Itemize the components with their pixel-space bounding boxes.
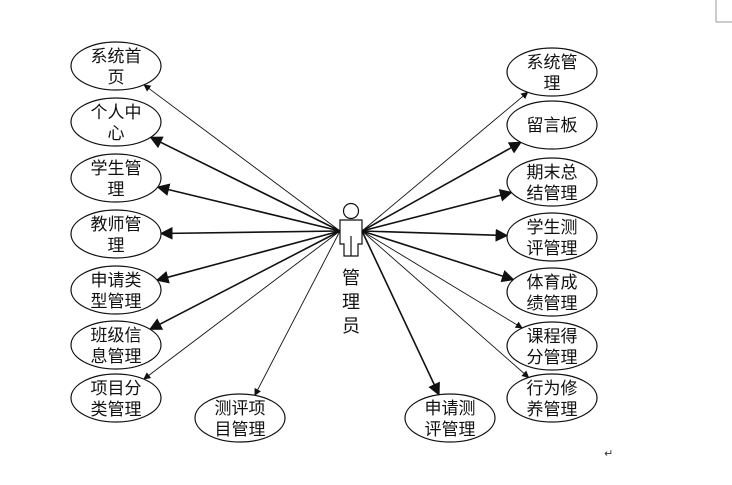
association-class-info-mgmt — [148, 230, 341, 331]
association-course-score-mgmt — [361, 230, 523, 329]
use-case-label: 测评项 — [215, 399, 266, 419]
use-case-ellipse — [506, 267, 598, 317]
use-case-label: 期末总 — [527, 163, 578, 183]
actor-head-icon — [342, 202, 360, 220]
actor-figure — [339, 202, 363, 257]
use-case-label: 息管理 — [91, 347, 142, 367]
actor-name-char: 员 — [342, 316, 360, 337]
use-case-ellipse — [194, 393, 286, 443]
use-case-label: 页 — [108, 68, 125, 88]
use-case-ellipse — [506, 373, 598, 423]
use-case-ellipse — [70, 209, 162, 259]
association-system-mgmt — [361, 91, 529, 232]
use-case-label: 教师管 — [91, 215, 142, 235]
use-case-ellipse — [506, 321, 598, 371]
association-apply-type-mgmt — [155, 230, 341, 284]
use-case-label: 系统首 — [91, 47, 142, 67]
use-case-ellipse — [70, 153, 162, 203]
use-case-label: 目管理 — [215, 420, 266, 440]
use-case-label: 理 — [108, 236, 125, 256]
association-lines — [143, 84, 530, 396]
use-case-label: 项目分 — [91, 379, 142, 399]
use-case-ellipse — [70, 320, 162, 370]
actor-name-char: 理 — [342, 292, 360, 313]
use-case-label: 心 — [108, 124, 125, 144]
use-case-message-board: 留言板 — [506, 100, 598, 150]
use-case-ellipse — [70, 97, 162, 147]
association-message-board — [361, 141, 523, 232]
association-student-mgmt — [156, 183, 341, 232]
use-case-ellipse — [70, 373, 162, 423]
use-case-label: 结管理 — [527, 184, 578, 204]
association-sys-home — [143, 84, 341, 232]
use-case-ellipse — [506, 212, 598, 262]
association-student-eval-mgmt — [361, 228, 509, 242]
use-case-ellipse — [70, 265, 162, 315]
use-case-ellipse — [506, 100, 598, 150]
use-case-label: 申请类 — [91, 271, 142, 291]
use-case-label: 养管理 — [527, 400, 578, 420]
use-case-nodes: 系统首页个人中心学生管理教师管理申请类型管理班级信息管理项目分类管理测评项目管理… — [70, 41, 598, 443]
use-case-label: 班级信 — [91, 326, 142, 346]
use-case-label: 留言板 — [527, 116, 578, 136]
use-case-label: 评管理 — [425, 420, 476, 440]
use-case-label: 型管理 — [91, 292, 142, 312]
use-case-ellipse — [506, 47, 598, 97]
association-final-summary-mgmt — [361, 189, 513, 232]
association-behavior-mgmt — [361, 230, 530, 378]
association-personal-center — [149, 136, 341, 232]
use-case-label: 类管理 — [91, 400, 142, 420]
use-case-label: 学生管 — [91, 159, 142, 179]
use-case-label: 理 — [108, 180, 125, 200]
association-pe-score-mgmt — [361, 230, 515, 283]
use-case-label: 分管理 — [527, 348, 578, 368]
association-apply-eval-mgmt — [361, 230, 440, 396]
actor-name-char: 管 — [342, 268, 360, 289]
use-case-ellipse — [404, 393, 496, 443]
use-case-ellipse — [70, 41, 162, 91]
use-case-label: 个人中 — [91, 103, 142, 123]
use-case-label: 绩管理 — [527, 294, 578, 314]
use-case-label: 评管理 — [527, 239, 578, 259]
use-case-label: 学生测 — [527, 218, 578, 238]
crop-mark — [715, 0, 732, 23]
use-case-label: 申请测 — [425, 399, 476, 419]
association-project-cat-mgmt — [143, 230, 341, 380]
use-case-label: 行为修 — [527, 379, 578, 399]
actor-name: 管理员 — [342, 268, 360, 337]
use-case-label: 系统管 — [527, 53, 578, 73]
use-case-ellipse — [506, 157, 598, 207]
association-teacher-mgmt — [159, 226, 341, 240]
use-case-label: 体育成 — [527, 273, 578, 293]
association-eval-project-mgmt — [254, 230, 341, 396]
paragraph-mark: ↵ — [604, 447, 613, 460]
use-case-label: 课程得 — [527, 327, 578, 347]
use-case-label: 理 — [544, 74, 561, 94]
